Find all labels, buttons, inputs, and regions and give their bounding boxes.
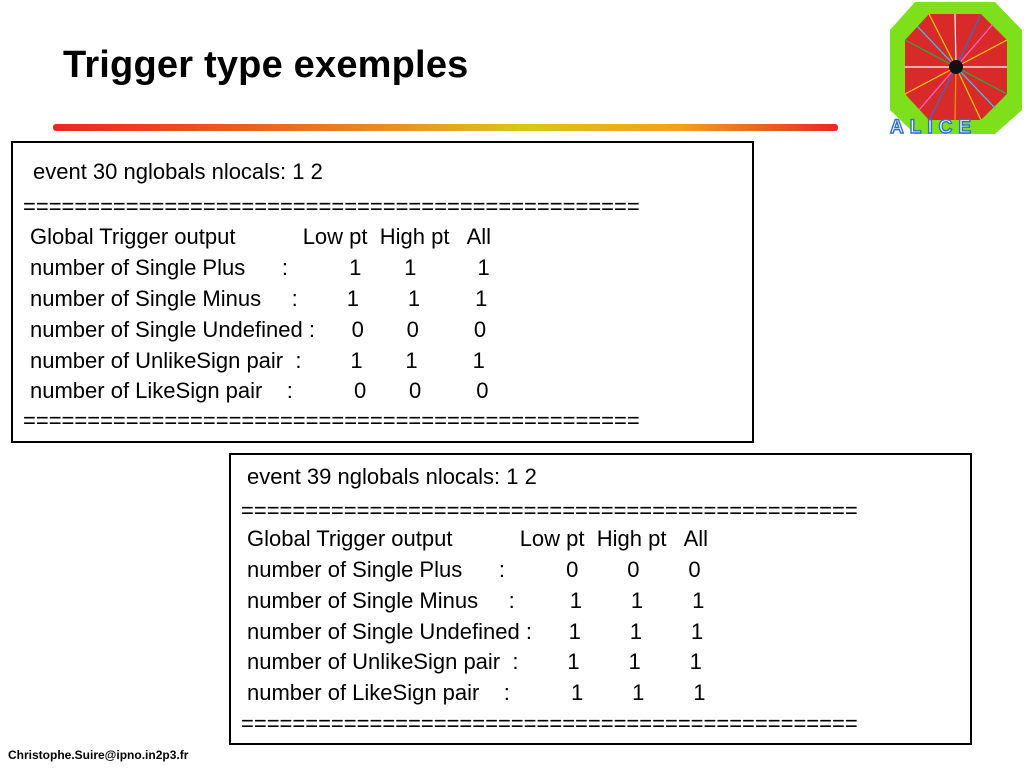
column-header: Global Trigger output Low pt High pt All xyxy=(30,224,492,249)
footer-email: Christophe.Suire@ipno.in2p3.fr xyxy=(8,748,189,762)
table-row: number of LikeSign pair : 1 1 1 xyxy=(247,680,706,705)
event-header: event 39 nglobals nlocals: 1 2 xyxy=(247,464,537,489)
table-row: number of Single Plus : 1 1 1 xyxy=(30,255,490,280)
table-row: number of UnlikeSign pair : 1 1 1 xyxy=(247,649,702,674)
table-row: number of LikeSign pair : 0 0 0 xyxy=(30,378,489,403)
table-row: number of Single Undefined : 0 0 0 xyxy=(30,317,487,342)
table-row: number of UnlikeSign pair : 1 1 1 xyxy=(30,348,485,373)
table-row: number of Single Minus : 1 1 1 xyxy=(30,286,488,311)
separator-line: ========================================… xyxy=(23,408,640,433)
slide-title: Trigger type exemples xyxy=(63,44,469,86)
title-underline xyxy=(53,124,838,131)
table-row: number of Single Undefined : 1 1 1 xyxy=(247,619,704,644)
separator-line: ========================================… xyxy=(241,711,858,736)
column-header: Global Trigger output Low pt High pt All xyxy=(247,526,709,551)
separator-line: ========================================… xyxy=(241,498,858,523)
alice-logo-text: ALICE xyxy=(889,116,977,138)
alice-logo-icon xyxy=(890,2,1022,134)
trigger-output-box-event-39: event 39 nglobals nlocals: 1 2 =========… xyxy=(229,453,972,745)
event-header: event 30 nglobals nlocals: 1 2 xyxy=(33,159,323,184)
separator-line: ========================================… xyxy=(23,194,640,219)
table-row: number of Single Plus : 0 0 0 xyxy=(247,557,701,582)
trigger-output-box-event-30: event 30 nglobals nlocals: 1 2 =========… xyxy=(11,141,754,443)
table-row: number of Single Minus : 1 1 1 xyxy=(247,588,705,613)
